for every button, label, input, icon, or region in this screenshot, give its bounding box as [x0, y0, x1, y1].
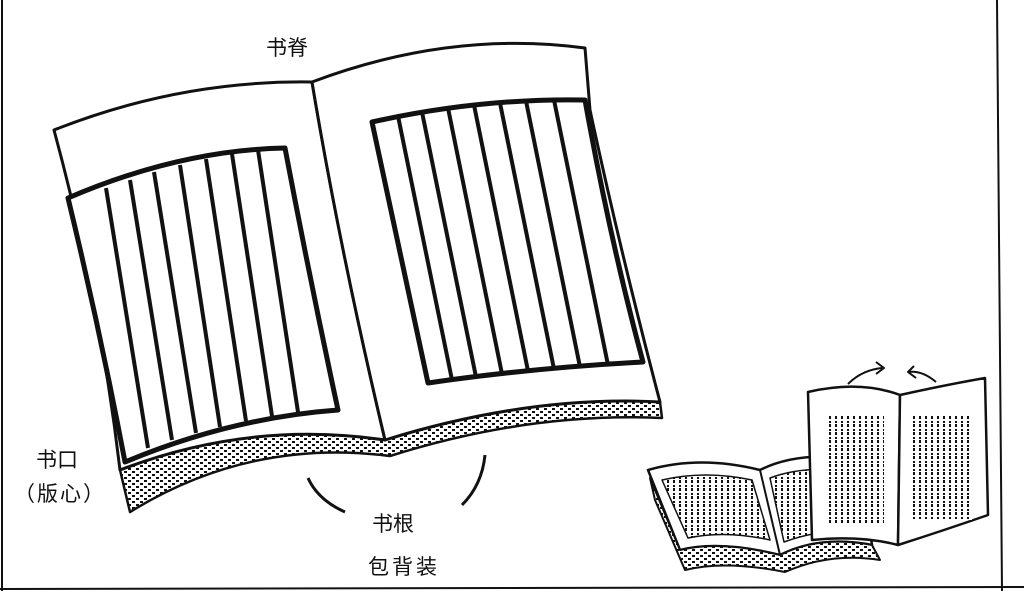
left-column-rules — [104, 149, 300, 449]
folded-leaf — [806, 361, 990, 547]
spine-fold — [310, 81, 387, 441]
fore-edge-label: 书口 — [36, 448, 78, 472]
open-book-main — [52, 41, 664, 514]
right-column-rules — [396, 99, 610, 381]
spine-label: 书脊 — [266, 36, 308, 60]
caption: 包背装 — [368, 555, 440, 579]
fore-edge-sublabel: （版心） — [14, 482, 106, 506]
root-indicator-arcs — [306, 454, 487, 514]
tail-edge-label: 书根 — [372, 512, 414, 536]
